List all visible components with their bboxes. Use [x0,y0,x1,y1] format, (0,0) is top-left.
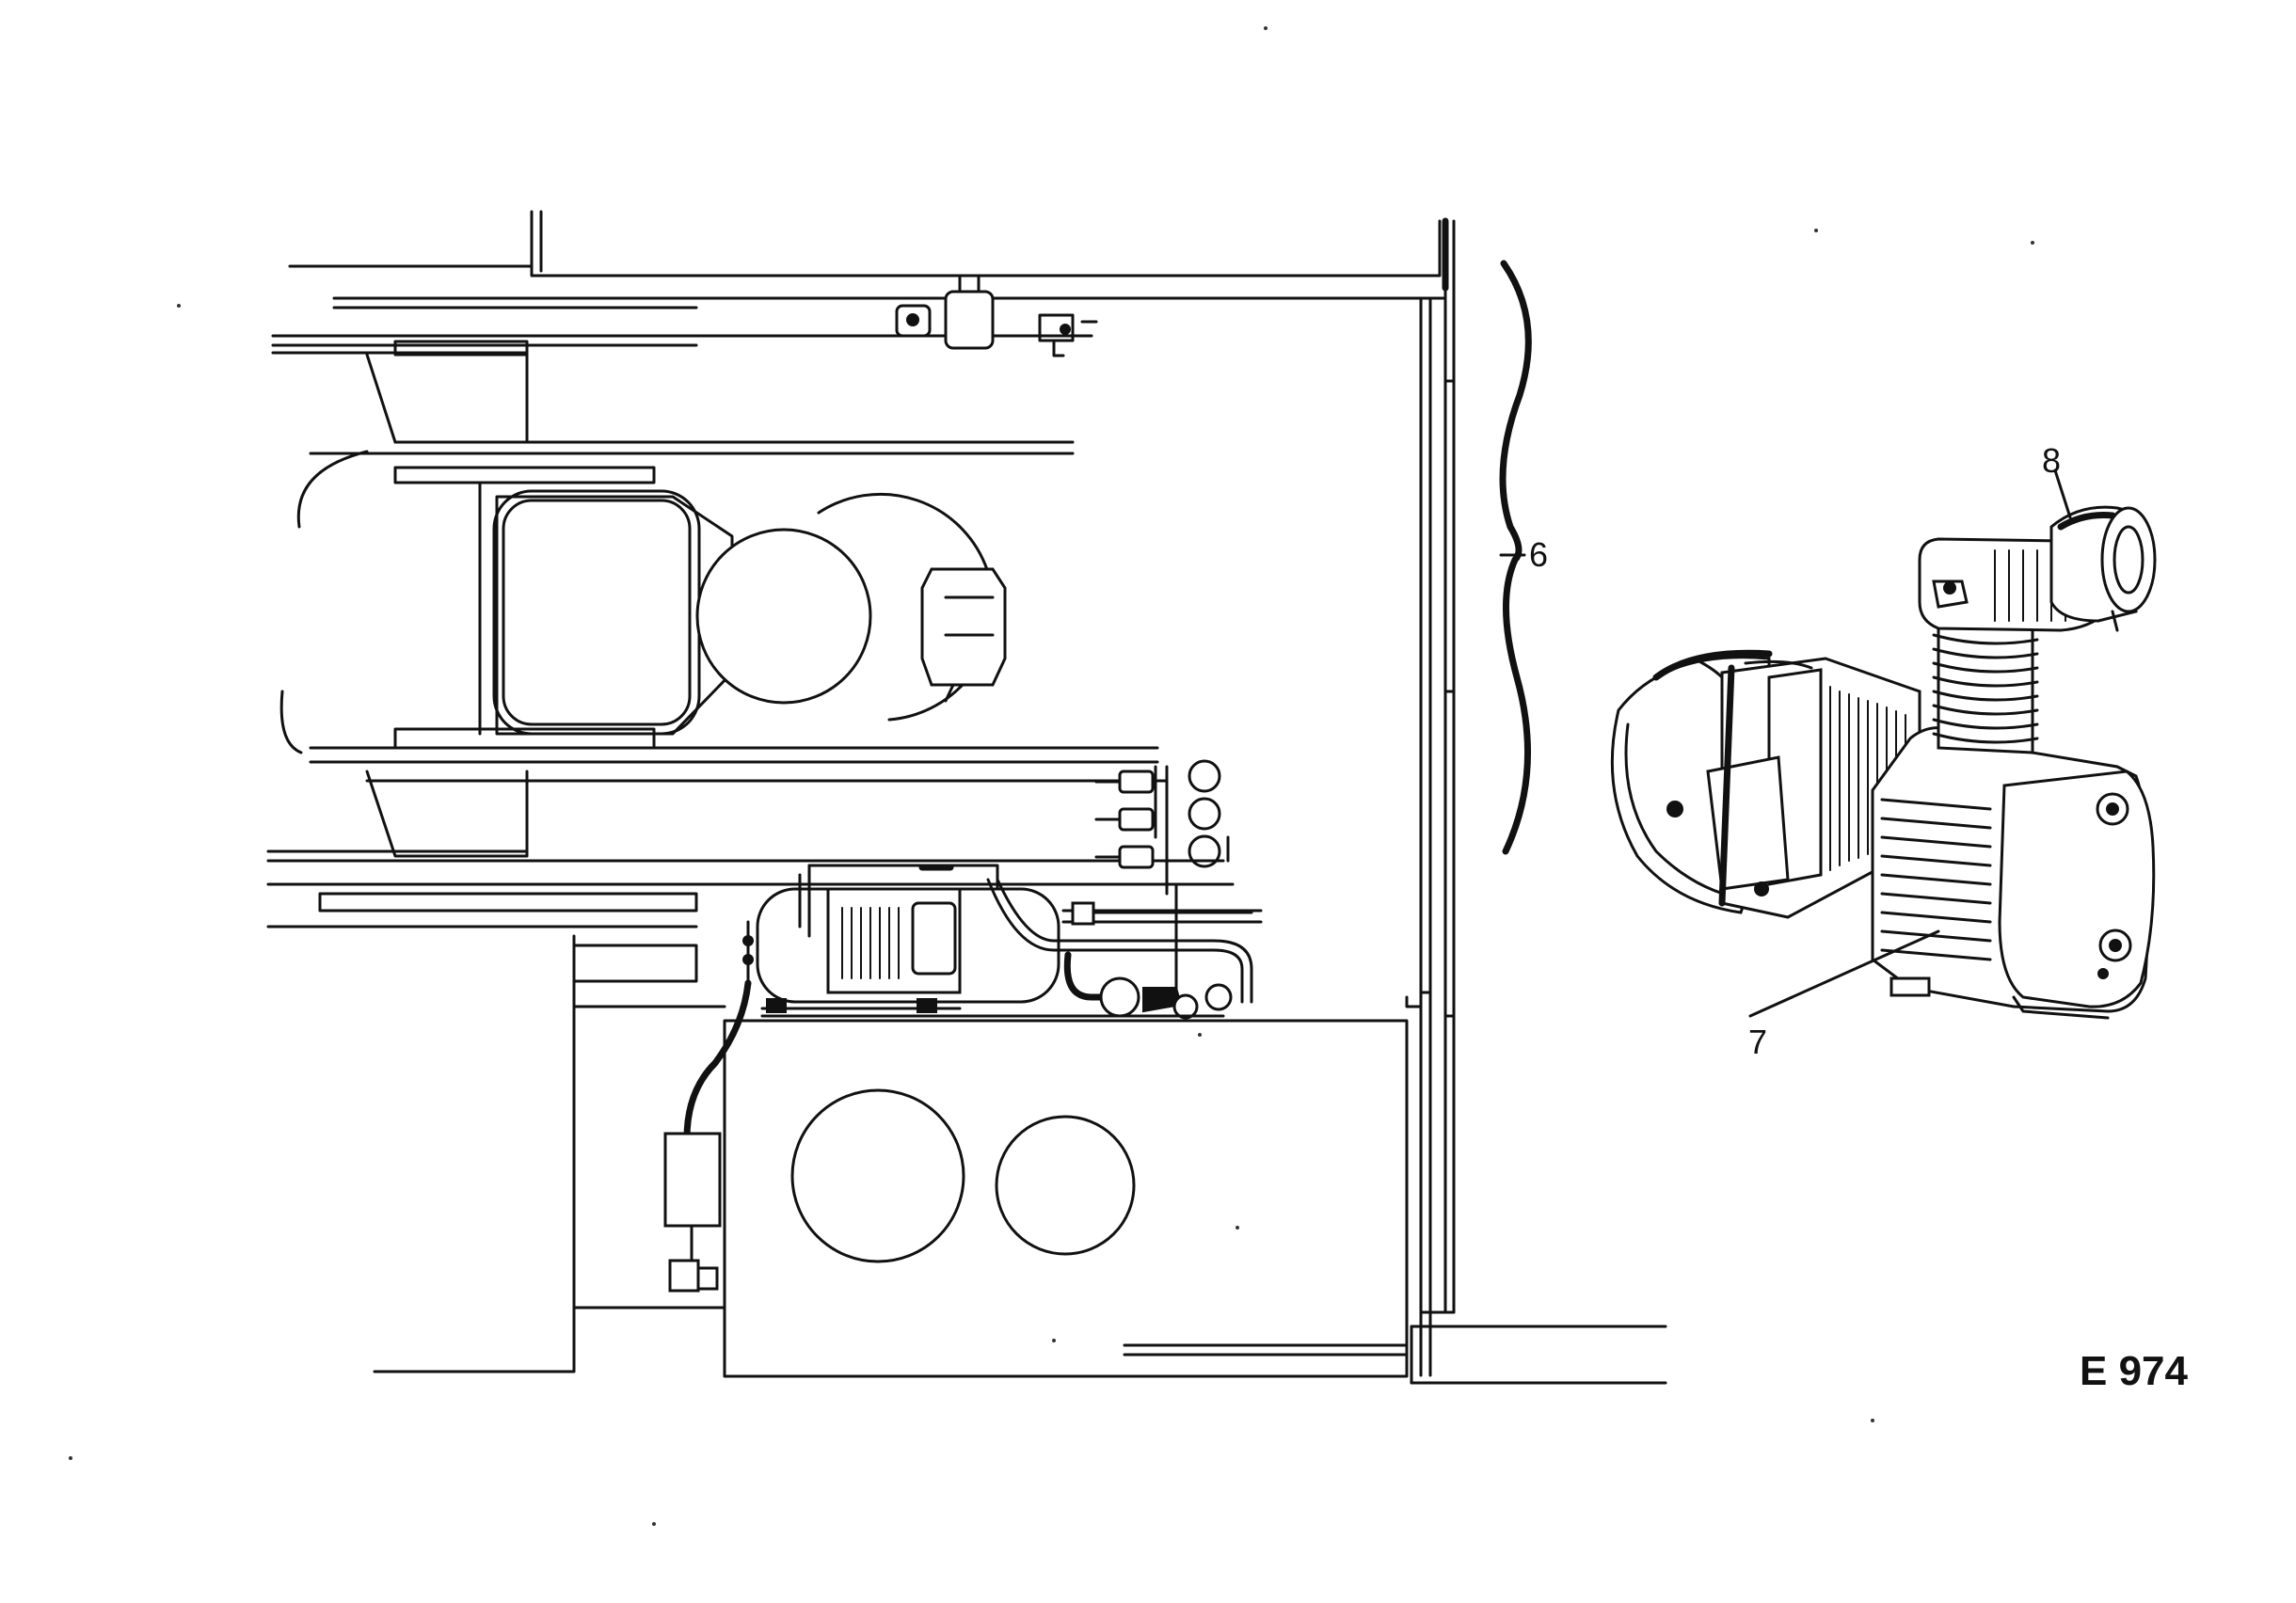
cylinder-fins [1932,633,2039,744]
lower-platform [266,727,1263,928]
brace-item-6 [1499,260,1532,855]
right-wall [1419,286,1456,1377]
crankcase-ribs [1880,798,1992,961]
figure-code: E 974 [2080,1348,2189,1394]
filter-dryer-assembly [271,276,1098,357]
callout-8: 8 [2042,441,2061,480]
motor-fins [841,907,900,979]
compressor-detail [1610,505,2157,1020]
tank-housing [492,489,1007,736]
compressor-on-tank [742,864,1253,1020]
left-pillar [373,934,726,1373]
hose-line [663,979,752,1293]
cylinder [1932,619,2039,754]
callout-7: 7 [1748,1023,1767,1061]
lower-cabinet [723,995,1667,1385]
installation-plan [266,210,1667,1385]
air-intake-filter [2049,505,2157,632]
upper-platform [271,340,1075,754]
crankcase [1871,726,2156,1020]
frame-top [288,210,1456,309]
motor-body [1666,657,1921,919]
scan-specks [69,26,2034,1526]
leader-lines [1499,468,2072,1018]
valve-cluster [1094,759,1230,999]
callout-6: 6 [1529,535,1548,574]
